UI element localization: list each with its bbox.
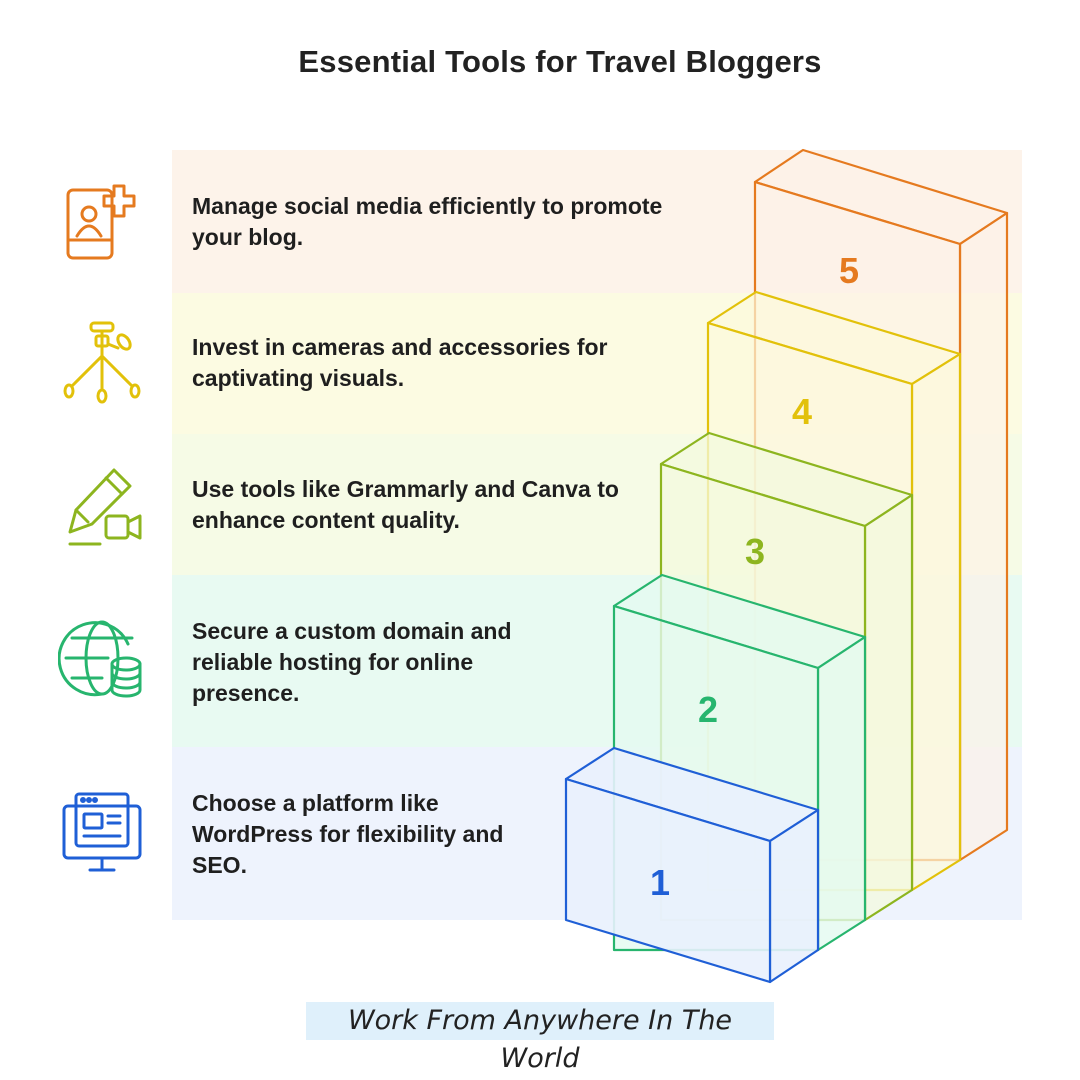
website-icon: [58, 786, 148, 876]
step-number-5: 5: [839, 250, 859, 291]
step-number-1: 1: [650, 862, 670, 903]
step-1-text: Choose a platform like WordPress for fle…: [192, 790, 504, 878]
globe-database-icon: [57, 614, 148, 704]
step-3-text: Use tools like Grammarly and Canva to en…: [192, 476, 619, 533]
tripod-icon: [58, 318, 148, 408]
stair-block-1: [564, 746, 820, 984]
step-2-text: Secure a custom domain and reliable host…: [192, 618, 512, 706]
step-5-text: Manage social media efficiently to promo…: [192, 193, 663, 250]
step-4-text: Invest in cameras and accessories for ca…: [192, 334, 608, 391]
step-number-2: 2: [698, 689, 718, 730]
step-number-4: 4: [792, 391, 812, 432]
step-number-3: 3: [745, 531, 765, 572]
pen-video-icon: [58, 460, 148, 550]
add-user-profile-icon: [58, 178, 148, 268]
page-title: Essential Tools for Travel Bloggers: [298, 44, 822, 79]
footer-banner: Work From Anywhere In The World: [306, 1002, 774, 1074]
